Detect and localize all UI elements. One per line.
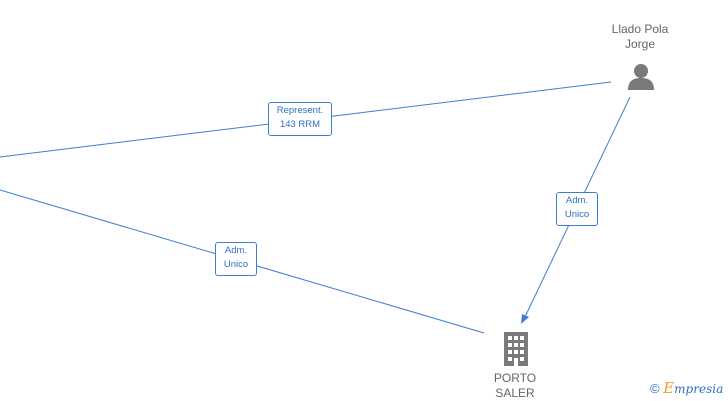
company-node-label[interactable]: PORTO SALER — [474, 371, 556, 401]
edge-label-line2: Unico — [223, 259, 249, 270]
edge-label-line1: Adm. — [565, 195, 589, 206]
person-icon[interactable] — [626, 62, 656, 92]
person-node-label[interactable]: Llado Pola Jorge — [596, 22, 684, 52]
edge-label-line2: Unico — [564, 209, 590, 220]
building-icon[interactable] — [502, 332, 530, 366]
edge-label-adm-unico-left[interactable]: Adm. Unico — [215, 242, 257, 276]
brand-name: mpresia — [674, 382, 724, 396]
brand-initial: E — [663, 379, 675, 397]
person-name-line2: Jorge — [624, 37, 656, 51]
edge-label-line1: Adm. — [224, 245, 248, 256]
edge-label-line2: 143 RRM — [279, 119, 321, 130]
empresia-watermark: © Empresia — [650, 379, 723, 397]
person-name-line1: Llado Pola — [611, 22, 669, 36]
edge-label-line1: Represent. — [276, 105, 324, 116]
edge-label-adm-unico-right[interactable]: Adm. Unico — [556, 192, 598, 226]
company-name-line1: PORTO — [493, 371, 537, 385]
edge-label-represent[interactable]: Represent. 143 RRM — [268, 102, 332, 136]
arrowhead-icon — [521, 314, 529, 324]
copyright-icon: © — [650, 381, 660, 396]
company-name-line2: SALER — [495, 386, 535, 400]
